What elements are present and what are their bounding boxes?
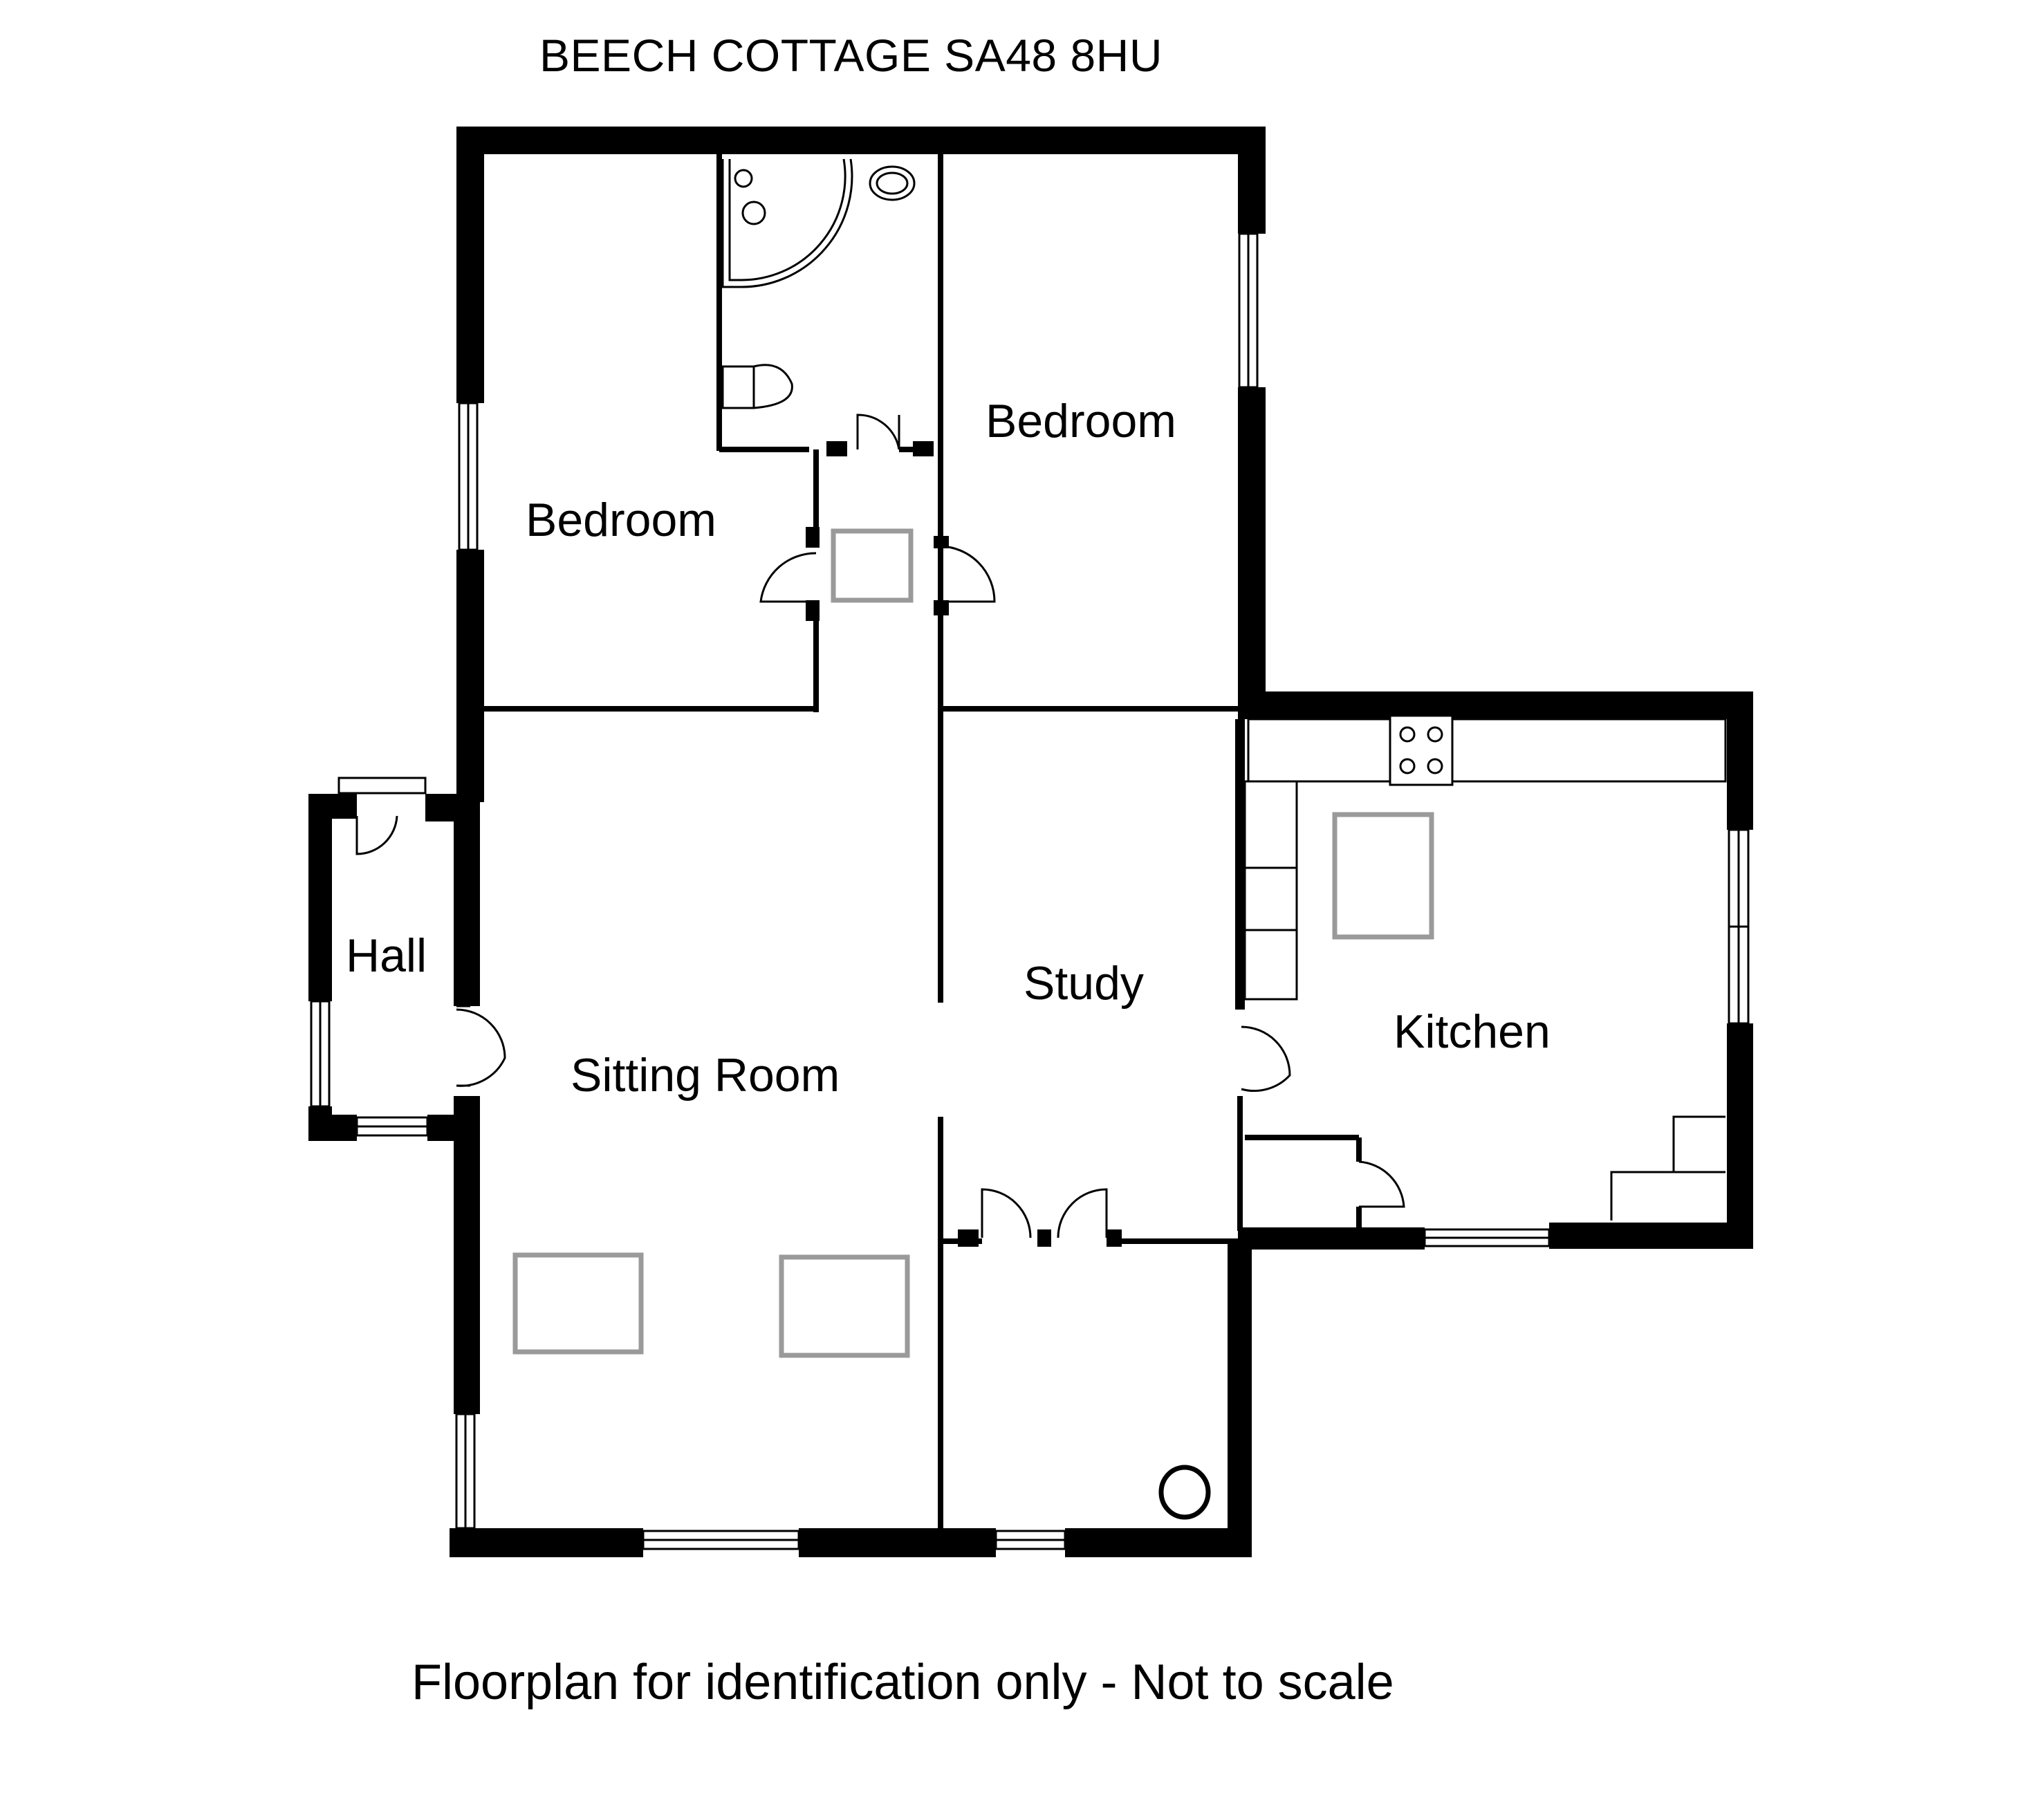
- label-hall: Hall: [346, 929, 427, 982]
- exterior-walls: [308, 127, 1753, 1557]
- label-kitchen: Kitchen: [1394, 1005, 1551, 1058]
- door-study-double-left: [981, 1188, 1032, 1238]
- wall-hall-top-b: [425, 794, 460, 821]
- wall-bottom-b: [799, 1528, 996, 1557]
- bathroom-fixtures: [721, 158, 916, 409]
- disclaimer-note: Floorplan for identification only - Not …: [411, 1655, 1394, 1710]
- wall-right-upper-a: [1238, 130, 1266, 234]
- worktop-left: [1243, 780, 1298, 1001]
- basin-icon: [869, 165, 916, 201]
- wall-study-right: [1228, 1241, 1252, 1556]
- wall-kitchen-bottom-b: [1549, 1223, 1753, 1249]
- worktop-top: [1247, 718, 1727, 783]
- toilet-icon: [721, 364, 793, 409]
- label-sitting-room: Sitting Room: [571, 1049, 840, 1102]
- plan-title: BEECH COTTAGE SA48 8HU: [539, 30, 1163, 81]
- wall-left-upper-b: [456, 550, 484, 802]
- shower-tray-icon: [721, 158, 853, 288]
- wall-left-lower: [454, 1096, 480, 1414]
- wall-kitchen-top: [1238, 691, 1750, 719]
- door-pantry: [1358, 1160, 1405, 1208]
- door-hall-front: [355, 815, 398, 855]
- wall-kitchen-bottom-a: [1238, 1227, 1425, 1250]
- label-bedroom-right: Bedroom: [985, 395, 1176, 447]
- wall-left-mid: [454, 799, 480, 1006]
- stairs-icon: [1610, 1115, 1725, 1220]
- wall-bottom-a: [450, 1528, 643, 1557]
- interior-walls: [484, 154, 1362, 1528]
- wall-right-upper-b: [1238, 387, 1266, 709]
- boiler-icon: [1158, 1465, 1211, 1520]
- door-study-double-right: [1057, 1188, 1108, 1238]
- wall-kitchen-right-b: [1727, 1023, 1753, 1245]
- room-labels: Bedroom Bedroom Hall Sitting Room Study …: [346, 395, 1551, 1102]
- label-bedroom-left: Bedroom: [526, 494, 716, 546]
- furniture: [512, 528, 1211, 1520]
- kitchen-island: [1332, 812, 1434, 940]
- wall-hall-bottom-a: [308, 1115, 357, 1141]
- wall-kitchen-right-a: [1727, 691, 1753, 830]
- door-hall-sitting: [456, 1008, 506, 1087]
- wall-left-upper-a: [456, 127, 484, 403]
- hob-icon: [1389, 714, 1454, 786]
- corridor-unit: [831, 528, 914, 603]
- sofa-left: [512, 1252, 644, 1355]
- sofa-right: [779, 1254, 910, 1358]
- wall-bottom-c: [1065, 1528, 1252, 1557]
- wall-hall-left: [308, 794, 332, 1001]
- label-study: Study: [1024, 957, 1144, 1010]
- wall-hall-bottom-b: [427, 1115, 459, 1141]
- door-study-kitchen: [1241, 1025, 1291, 1092]
- doors: [337, 414, 1405, 1238]
- door-bedroom-left: [759, 552, 817, 603]
- door-bedroom-right: [940, 545, 996, 603]
- wall-top: [456, 127, 1266, 154]
- door-bathroom: [856, 414, 900, 450]
- kitchen-fixtures: [1243, 714, 1727, 1220]
- windows: [310, 232, 1750, 1550]
